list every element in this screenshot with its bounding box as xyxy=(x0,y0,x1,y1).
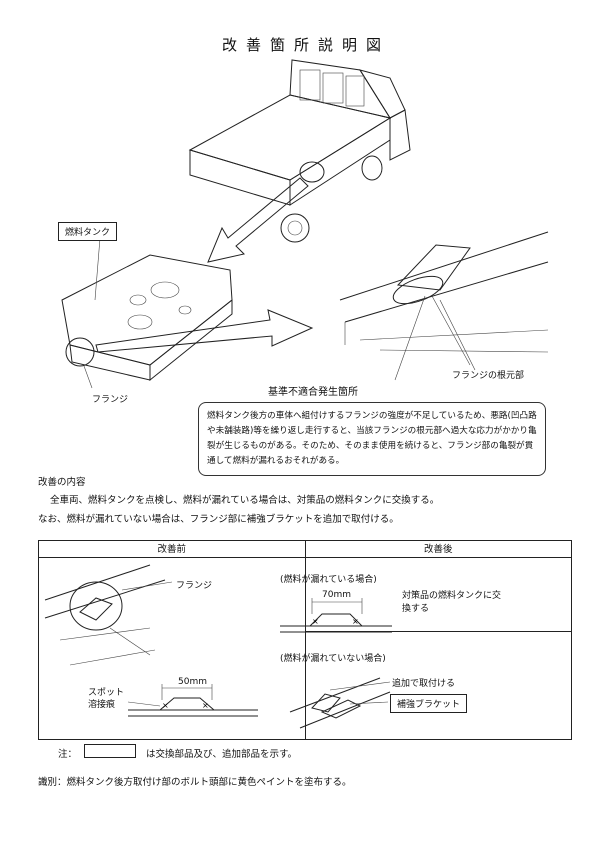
page-title: 改善箇所説明図 xyxy=(221,36,390,54)
before-flange-label: フランジ xyxy=(176,581,213,591)
after-leak-cell xyxy=(304,557,572,632)
comparison-table: 改善前 改善後 xyxy=(38,540,572,740)
after-leak-text: 対策品の燃料タンクに交換する xyxy=(402,591,502,614)
after-leak-heading: (燃料が漏れている場合) xyxy=(280,575,377,585)
weld-label: 溶接痕 xyxy=(88,700,116,710)
legend-text: は交換部品及び、追加部品を示す。 xyxy=(146,749,298,760)
fuel-tank-label: 燃料タンク xyxy=(58,222,118,241)
after-noleak-cell xyxy=(304,631,572,740)
identification-note: 識別：燃料タンク後方取付け部のボルト頭部に黄色ペイントを塗布する。 xyxy=(38,777,352,788)
svg-text:×: × xyxy=(202,701,209,710)
svg-text:×: × xyxy=(312,617,319,626)
svg-text:×: × xyxy=(162,701,169,710)
legend-box xyxy=(84,744,136,758)
flange-label: フランジ xyxy=(92,395,129,405)
after-noleak-text: 追加で取付ける xyxy=(392,679,456,689)
after-noleak-heading: (燃料が漏れていない場合) xyxy=(280,654,386,664)
defect-description: 燃料タンク後方の車体へ組付けするフランジの強度が不足しているため、悪路(凹凸路や… xyxy=(198,402,546,476)
before-dimension: 50mm xyxy=(178,677,207,687)
improvement-line-2: なお、燃料が漏れていない場合は、フランジ部に補強ブラケットを追加で取付ける。 xyxy=(38,514,399,525)
after-leak-dimension: 70mm xyxy=(322,590,351,600)
improvement-heading: 改善の内容 xyxy=(38,477,86,488)
svg-text:×: × xyxy=(352,617,359,626)
flange-root-label: フランジの根元部 xyxy=(452,371,525,381)
bracket-label: 補強ブラケット xyxy=(390,694,468,713)
legend-prefix: 注： xyxy=(58,749,78,760)
spot-label: スポット xyxy=(88,688,125,698)
improvement-line-1: 全車両、燃料タンクを点検し、燃料が漏れている場合は、対策品の燃料タンクに交換する… xyxy=(50,495,440,506)
nonconformity-label: 基準不適合発生箇所 xyxy=(268,387,358,398)
